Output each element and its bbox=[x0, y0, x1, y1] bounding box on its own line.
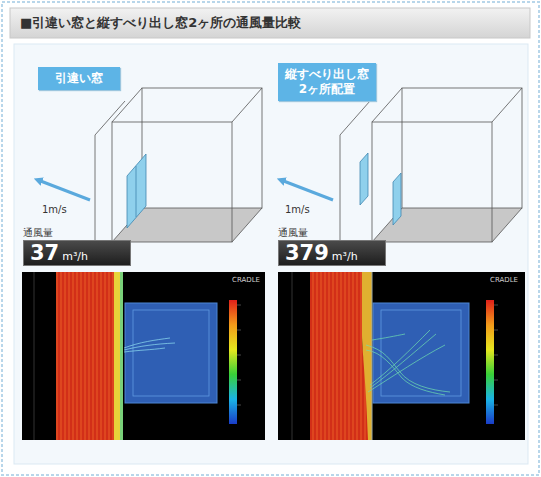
flow-value: 37 bbox=[30, 241, 59, 265]
flow-unit: m³/h bbox=[62, 245, 88, 269]
tag-text: 引違い窓 bbox=[42, 71, 116, 86]
title-bar bbox=[10, 8, 530, 38]
speed-label: 1m/s bbox=[42, 204, 67, 215]
simulation-image bbox=[278, 272, 525, 440]
room-drawing bbox=[340, 88, 522, 250]
wind-arrow bbox=[281, 180, 333, 200]
watermark: CRADLE bbox=[232, 276, 260, 284]
value-bar: 379m³/h bbox=[278, 240, 386, 266]
flow-rate-box: 通風量379m³/h bbox=[278, 227, 386, 266]
value-bar: 37m³/h bbox=[23, 240, 131, 266]
simulation-image bbox=[22, 272, 265, 440]
flow-heading: 通風量 bbox=[278, 227, 386, 239]
diagram-title: ■引違い窓と縦すべり出し窓2ヶ所の通風量比較 bbox=[20, 14, 301, 32]
tag-text: 縦すべり出し窓 2ヶ所配置 bbox=[282, 67, 372, 97]
flow-unit: m³/h bbox=[332, 245, 358, 269]
label-tag: 縦すべり出し窓 2ヶ所配置 bbox=[278, 63, 376, 101]
flow-rate-box: 通風量37m³/h bbox=[23, 227, 131, 266]
speed-label: 1m/s bbox=[285, 204, 310, 215]
label-tag: 引違い窓 bbox=[38, 67, 120, 90]
flow-heading: 通風量 bbox=[23, 227, 131, 239]
room-drawing bbox=[95, 88, 262, 250]
panel bbox=[14, 44, 528, 464]
wind-arrow bbox=[38, 180, 90, 200]
flow-value: 379 bbox=[285, 241, 329, 265]
watermark: CRADLE bbox=[490, 276, 518, 284]
